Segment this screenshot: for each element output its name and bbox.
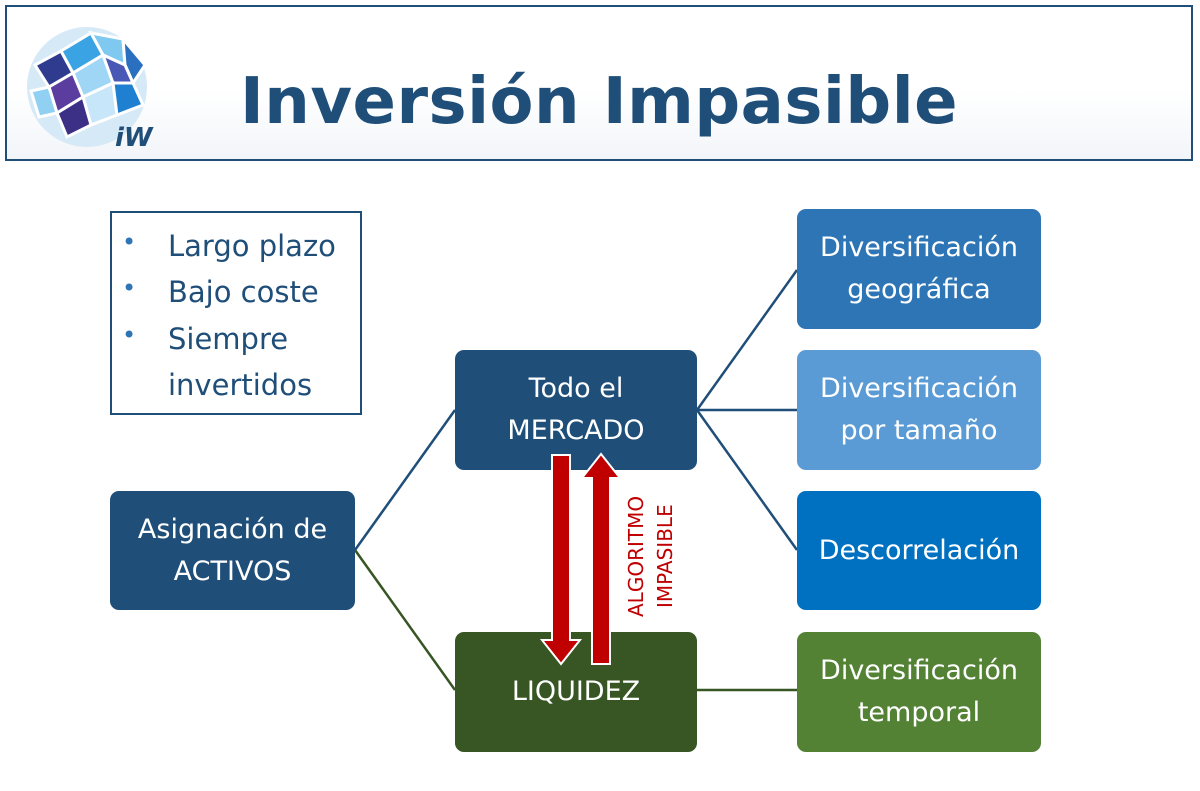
principle-item: Bajo coste bbox=[112, 269, 360, 315]
node-label: Diversificación geográfica bbox=[820, 232, 1018, 305]
node-label: LIQUIDEZ bbox=[511, 676, 641, 708]
header-banner: iW Inversión Impasible bbox=[5, 5, 1193, 161]
node-diversificacion-geografica: Diversificación geográfica bbox=[797, 209, 1041, 329]
line-mercado-descorrelacion bbox=[695, 409, 799, 551]
node-todo-el-mercado: Todo el MERCADO bbox=[455, 350, 697, 470]
line-asignacion-liquidez bbox=[353, 549, 457, 691]
up-arrow-icon bbox=[579, 452, 623, 665]
principle-item: Largo plazo bbox=[112, 223, 360, 269]
node-descorrelacion: Descorrelación bbox=[797, 491, 1041, 610]
principles-box: Largo plazo Bajo coste Siempre invertido… bbox=[110, 211, 362, 415]
node-diversificacion-temporal: Diversificación temporal bbox=[797, 632, 1041, 752]
line-mercado-geografica bbox=[695, 269, 799, 411]
page-title: Inversión Impasible bbox=[239, 65, 959, 139]
node-label: Diversificación por tamaño bbox=[820, 373, 1018, 446]
puzzle-globe-logo bbox=[27, 27, 147, 147]
logo-text: iW bbox=[115, 123, 153, 153]
node-label: Diversificación temporal bbox=[820, 655, 1018, 728]
node-label: Todo el MERCADO bbox=[507, 373, 645, 446]
algorithm-label: ALGORITMO IMPASIBLE bbox=[624, 495, 677, 617]
node-label: Asignación de ACTIVOS bbox=[137, 513, 328, 587]
down-arrow-icon bbox=[539, 454, 583, 666]
principles-list: Largo plazo Bajo coste Siempre invertido… bbox=[112, 213, 360, 409]
line-asignacion-mercado bbox=[353, 409, 457, 551]
principle-item: Siempre invertidos bbox=[112, 316, 360, 409]
node-liquidez: LIQUIDEZ bbox=[455, 632, 697, 752]
node-asignacion-activos: Asignación de ACTIVOS bbox=[110, 491, 355, 610]
node-diversificacion-tamano: Diversificación por tamaño bbox=[797, 350, 1041, 470]
node-label: Descorrelación bbox=[818, 534, 1020, 566]
